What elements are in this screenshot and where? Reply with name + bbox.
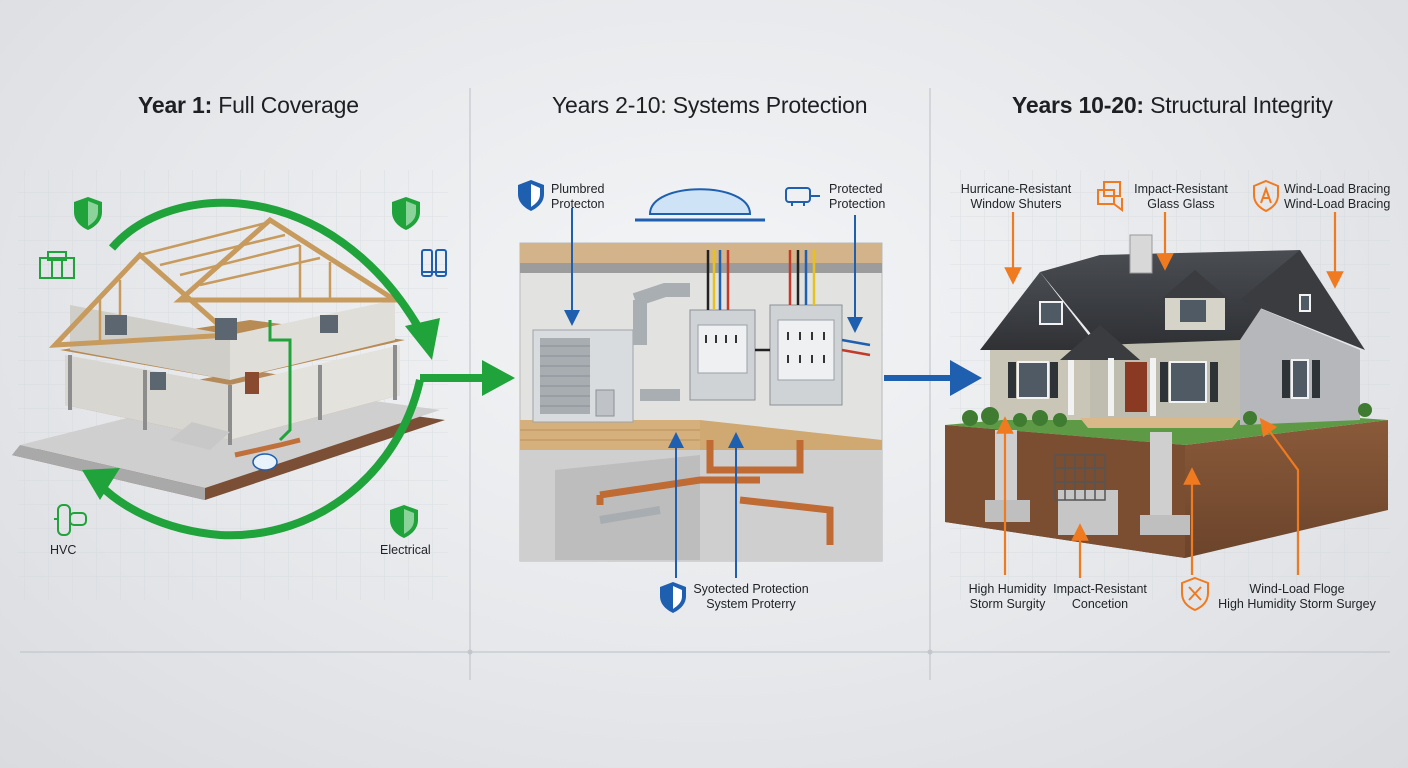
hvac-unit-icon — [39, 251, 75, 279]
shield-icon — [660, 582, 686, 613]
panel-icon — [421, 249, 447, 277]
label-electrical: Electrical — [380, 543, 431, 557]
pipe-icon — [54, 504, 87, 536]
framed-house-illustration — [12, 216, 445, 500]
window-icon — [1097, 181, 1123, 212]
panel-3-heading: Years 10-20: Structural Integrity — [1012, 92, 1333, 118]
arrow-cycle-bottom — [97, 379, 424, 540]
panel-2-heading: Years 2-10: Systems Protection — [552, 92, 868, 118]
shield-icon — [390, 505, 418, 538]
panel-1-heading: Year 1: Full Coverage — [138, 92, 359, 118]
arrow-cycle-top — [108, 198, 424, 333]
a-shield-icon — [1253, 179, 1279, 213]
shield-icon — [518, 180, 544, 211]
label-hvac: HVC — [50, 543, 77, 557]
x-shield-icon — [1181, 576, 1209, 612]
shield-icon — [392, 197, 420, 230]
device-icon — [785, 187, 820, 206]
mechanical-room-illustration — [519, 242, 883, 562]
dome-icon — [635, 188, 765, 222]
shield-icon — [74, 197, 102, 230]
